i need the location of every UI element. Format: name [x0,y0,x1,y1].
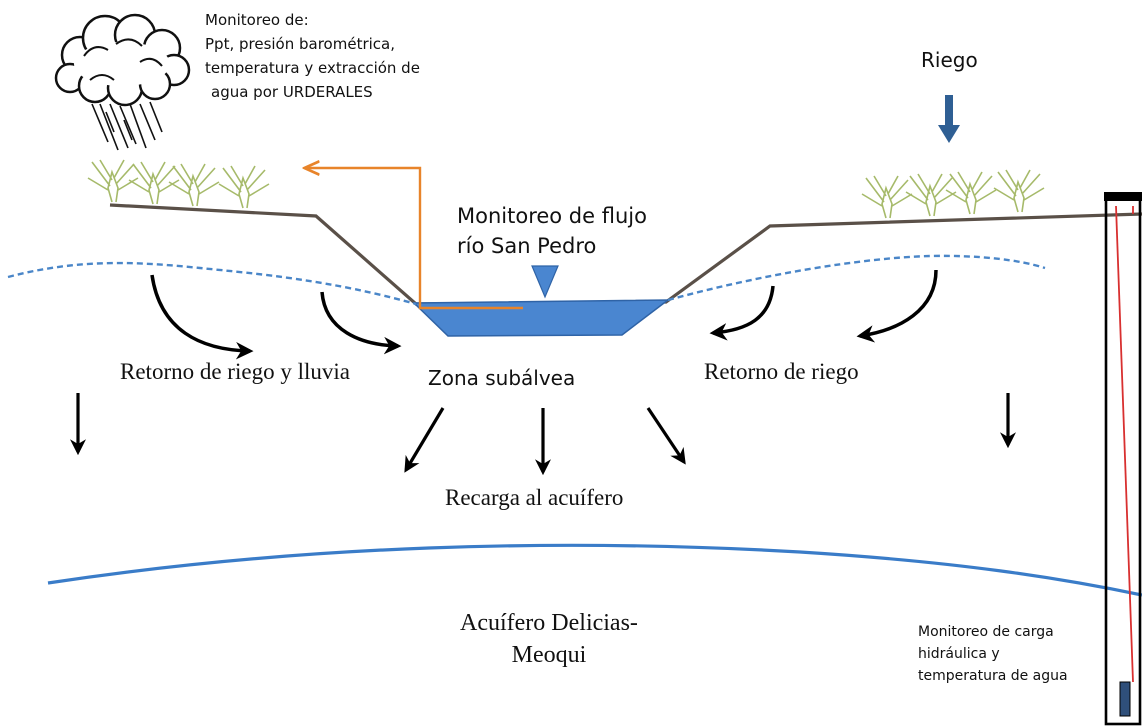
return-flow-arrow [320,291,402,355]
down-arrow-icon [938,95,960,143]
return-irrigation-label: Retorno de riego [704,359,859,384]
rain-cloud-icon [54,13,191,151]
water-table-left [7,261,417,306]
recharge-arrow [404,407,445,473]
monitoring-well-icon [1104,192,1142,726]
return-flow-arrow [709,285,775,341]
aquifer-recharge-label: Recarga al acuífero [445,485,624,510]
recharge-arrow [646,407,686,465]
return-irrigation-rain-label: Retorno de riego y lluvia [120,359,350,384]
aquifer-name-label: Acuífero Delicias- Meoqui [460,610,638,668]
extraction-line [306,168,523,310]
return-flow-arrow [150,274,254,360]
water-table-right [667,254,1046,302]
weather-monitoring-label: Monitoreo de: Ppt, presión barométrica, … [205,11,420,101]
plant-icon [861,169,1045,219]
aquifer-boundary [47,543,1142,597]
plant-icon [87,159,270,209]
irrigation-label: Riego [921,48,978,72]
well-monitoring-label: Monitoreo de carga hidráulica y temperat… [918,624,1068,684]
flow-monitoring-label: Monitoreo de flujo río San Pedro [457,204,647,258]
return-flow-arrow [856,269,938,343]
river-water [412,299,671,337]
inverted-triangle-icon [531,265,559,299]
subalvea-zone-label: Zona subálvea [428,366,576,390]
